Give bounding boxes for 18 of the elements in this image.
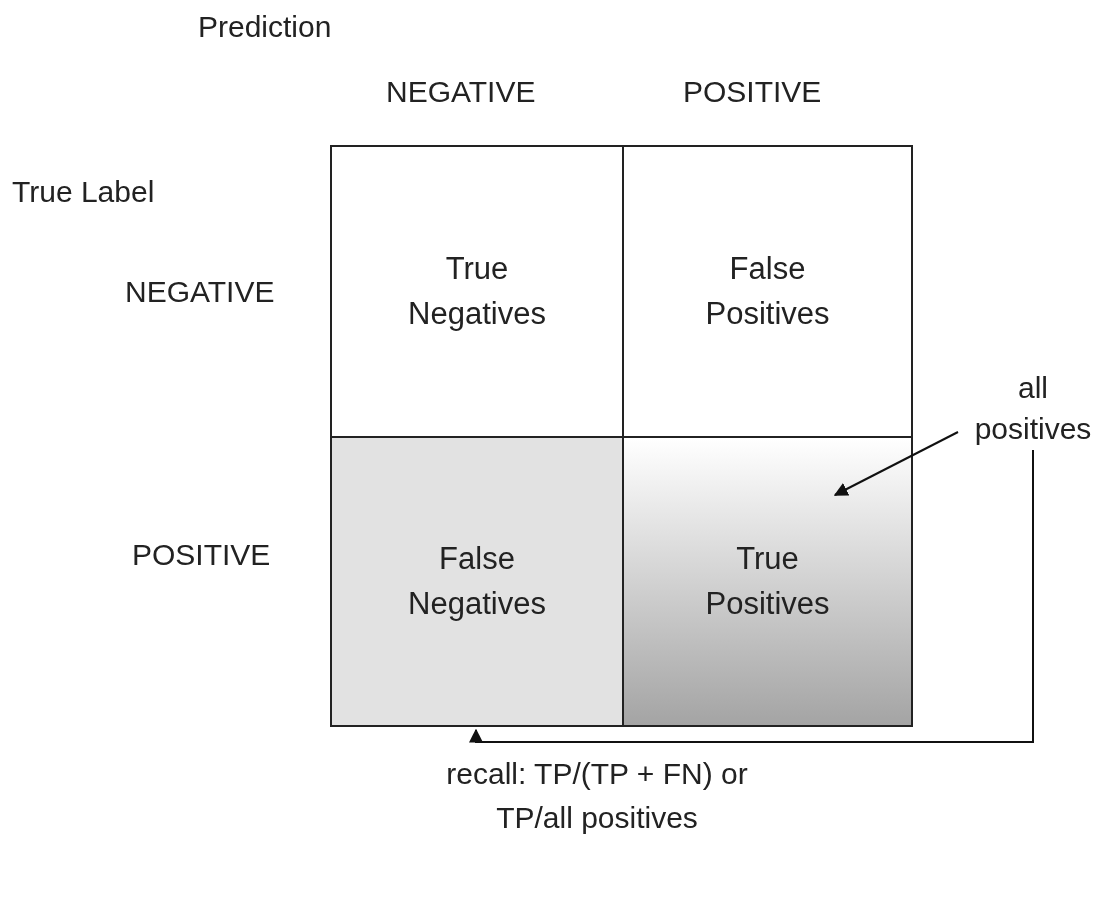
arrow <box>833 431 959 496</box>
cell-text: False Negatives <box>407 539 547 623</box>
column-header: POSITIVE <box>683 75 822 109</box>
matrix-cell <box>622 145 913 438</box>
formula-caption: recall: TP/(TP + FN) or TP/all positives <box>445 756 749 836</box>
row-header: POSITIVE <box>132 538 271 572</box>
axis-title: Prediction <box>198 10 332 44</box>
cell-text: False Positives <box>704 249 831 333</box>
cell-text: True Negatives <box>407 249 547 333</box>
matrix-cell <box>330 436 624 727</box>
callout-text: all positives <box>958 368 1108 449</box>
axis-title: True Label <box>12 175 155 209</box>
column-header: NEGATIVE <box>386 75 536 109</box>
arrow <box>469 449 1034 743</box>
matrix-cell <box>330 145 624 438</box>
row-header: NEGATIVE <box>125 275 275 309</box>
cell-text: True Positives <box>704 539 831 623</box>
matrix-cell <box>622 436 913 727</box>
